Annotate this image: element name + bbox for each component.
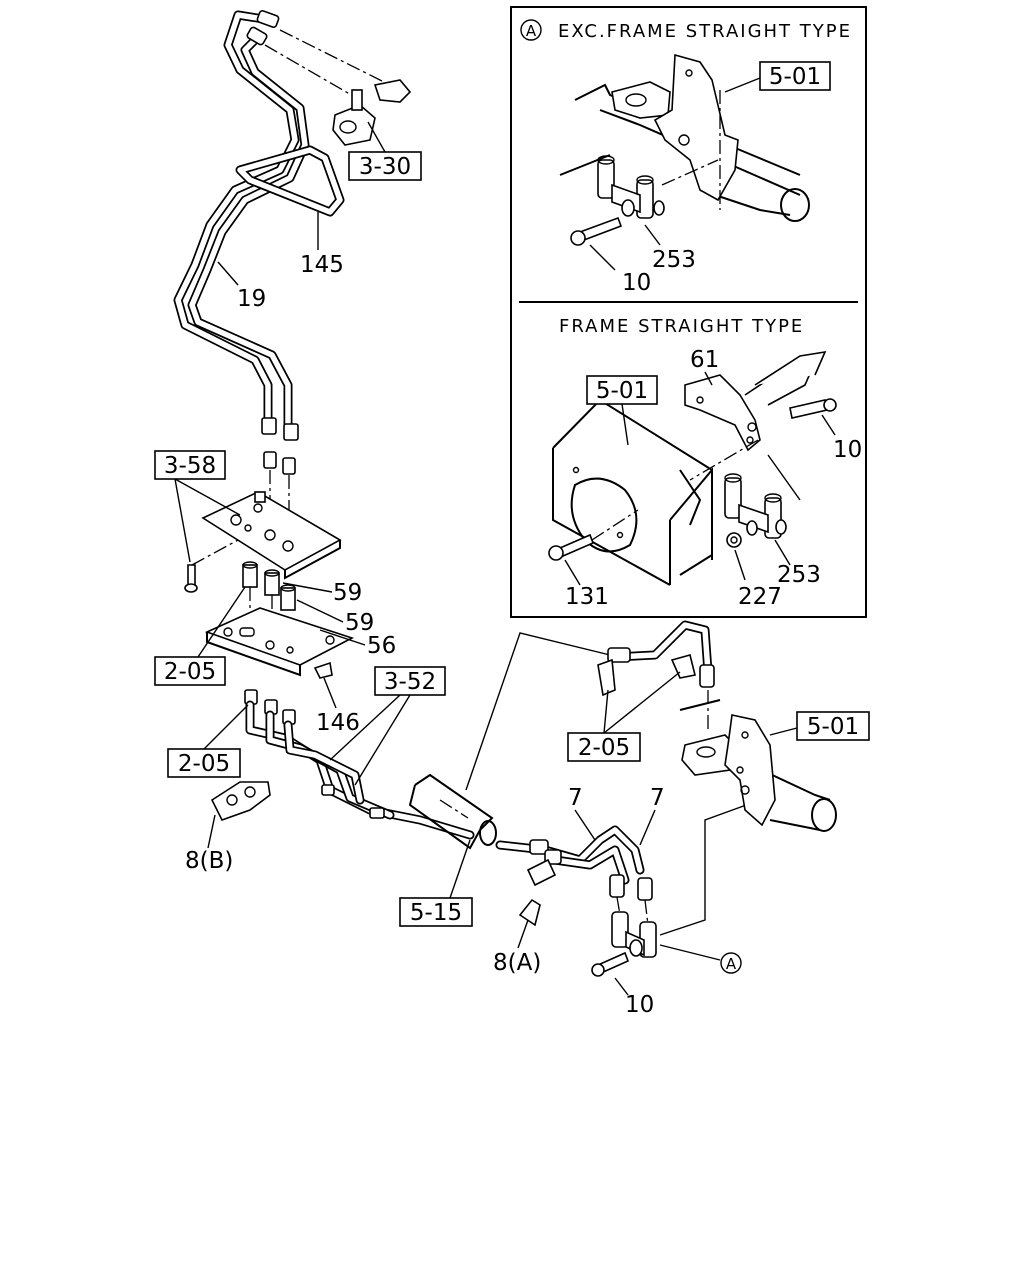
num-8a: 8(A) bbox=[493, 950, 541, 976]
ref-501-b: 5-01 bbox=[596, 378, 648, 404]
num-227: 227 bbox=[738, 584, 782, 610]
type-a-title: EXC.FRAME STRAIGHT TYPE bbox=[558, 21, 852, 42]
type-b-frame-drawing bbox=[548, 350, 837, 586]
lower-bracket-56 bbox=[204, 607, 355, 677]
ref-501-c: 5-01 bbox=[807, 714, 859, 740]
ref-box-515 bbox=[399, 897, 473, 927]
top-fittings bbox=[246, 9, 412, 146]
ref-box-205-b bbox=[167, 748, 241, 778]
upper-bracket bbox=[184, 491, 342, 593]
ref-box-501-a bbox=[759, 61, 831, 91]
num-56: 56 bbox=[367, 633, 396, 659]
right-upper-pipe bbox=[597, 620, 715, 730]
num-8b: 8(B) bbox=[185, 848, 233, 874]
right-frame bbox=[679, 699, 837, 832]
type-a-frame-drawing bbox=[559, 53, 810, 271]
lower-pipes bbox=[244, 689, 475, 840]
inset-frame bbox=[510, 6, 867, 618]
clip-146 bbox=[313, 661, 333, 679]
ref-box-205-c bbox=[567, 732, 641, 762]
type-a-marker: A bbox=[526, 22, 537, 40]
ref-box-358 bbox=[154, 450, 226, 480]
hoses-7 bbox=[495, 825, 653, 901]
ref-515: 5-15 bbox=[410, 900, 462, 926]
type-b-title: FRAME STRAIGHT TYPE bbox=[559, 316, 804, 337]
ref-205-a: 2-05 bbox=[164, 659, 216, 685]
leader-205c bbox=[465, 632, 611, 791]
ref-352: 3-52 bbox=[384, 669, 436, 695]
inset-panel: A EXC.FRAME STRAIGHT TYPE bbox=[510, 6, 867, 618]
num-253-a: 253 bbox=[652, 247, 696, 273]
ref-box-205-a bbox=[154, 656, 226, 686]
ref-box-501-c bbox=[796, 711, 870, 741]
callout-a-circle bbox=[720, 952, 742, 974]
ref-box-501-b bbox=[586, 375, 658, 405]
num-59-a: 59 bbox=[333, 580, 362, 606]
num-7-a: 7 bbox=[568, 785, 583, 811]
num-145: 145 bbox=[300, 252, 344, 278]
brake-pipe-145 bbox=[235, 145, 345, 217]
num-19: 19 bbox=[237, 286, 266, 312]
main-drawing: 3-30 145 19 3-58 bbox=[154, 9, 870, 1018]
clip-8a bbox=[518, 898, 541, 927]
ref-box-352 bbox=[374, 666, 446, 696]
num-131: 131 bbox=[565, 584, 609, 610]
type-a-marker-circle bbox=[520, 19, 542, 41]
ref-205-c: 2-05 bbox=[578, 735, 630, 761]
num-61: 61 bbox=[690, 347, 719, 373]
num-10-b: 10 bbox=[833, 437, 862, 463]
num-146: 146 bbox=[316, 710, 360, 736]
num-253-b: 253 bbox=[777, 562, 821, 588]
cross-member bbox=[408, 773, 497, 850]
clip-8b bbox=[210, 781, 271, 821]
lower-tee bbox=[591, 799, 761, 996]
num-10-c: 10 bbox=[625, 992, 654, 1018]
ref-330: 3-30 bbox=[359, 154, 411, 180]
ref-501-a: 5-01 bbox=[769, 64, 821, 90]
callout-a: A bbox=[726, 955, 737, 973]
num-59-b: 59 bbox=[345, 610, 374, 636]
ref-205-b: 2-05 bbox=[178, 751, 230, 777]
ref-358: 3-58 bbox=[164, 453, 216, 479]
ref-box-330 bbox=[348, 151, 422, 181]
brake-pipe-19 bbox=[173, 10, 310, 435]
num-7-b: 7 bbox=[650, 785, 665, 811]
num-10-a: 10 bbox=[622, 270, 651, 296]
